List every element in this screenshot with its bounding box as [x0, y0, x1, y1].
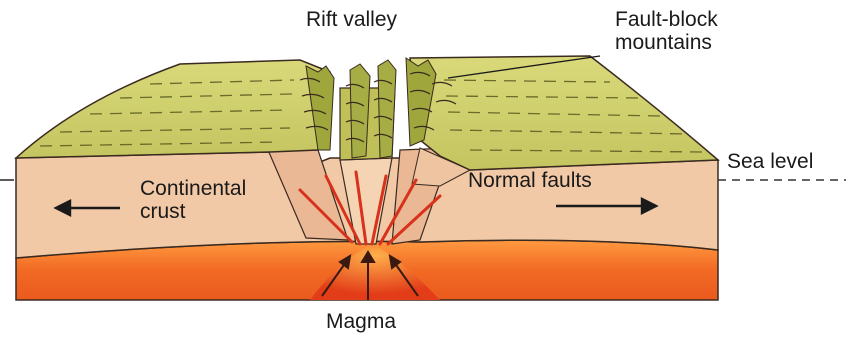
- surface-left: [16, 60, 330, 158]
- label-continental-crust: Continental crust: [140, 178, 246, 223]
- label-fault-block-line2: mountains: [615, 32, 718, 55]
- label-magma: Magma: [326, 311, 396, 334]
- label-continental-line1: Continental: [140, 178, 246, 201]
- label-fault-block-line1: Fault-block: [615, 9, 718, 32]
- label-normal-faults: Normal faults: [468, 170, 592, 193]
- ridge-centre-right: [378, 60, 396, 158]
- label-fault-block-mountains: Fault-block mountains: [615, 9, 718, 54]
- label-continental-line2: crust: [140, 201, 246, 224]
- surface-right: [410, 56, 718, 170]
- ridge-centre-left: [350, 64, 370, 158]
- label-sea-level: Sea level: [727, 151, 813, 174]
- label-rift-valley: Rift valley: [306, 9, 397, 32]
